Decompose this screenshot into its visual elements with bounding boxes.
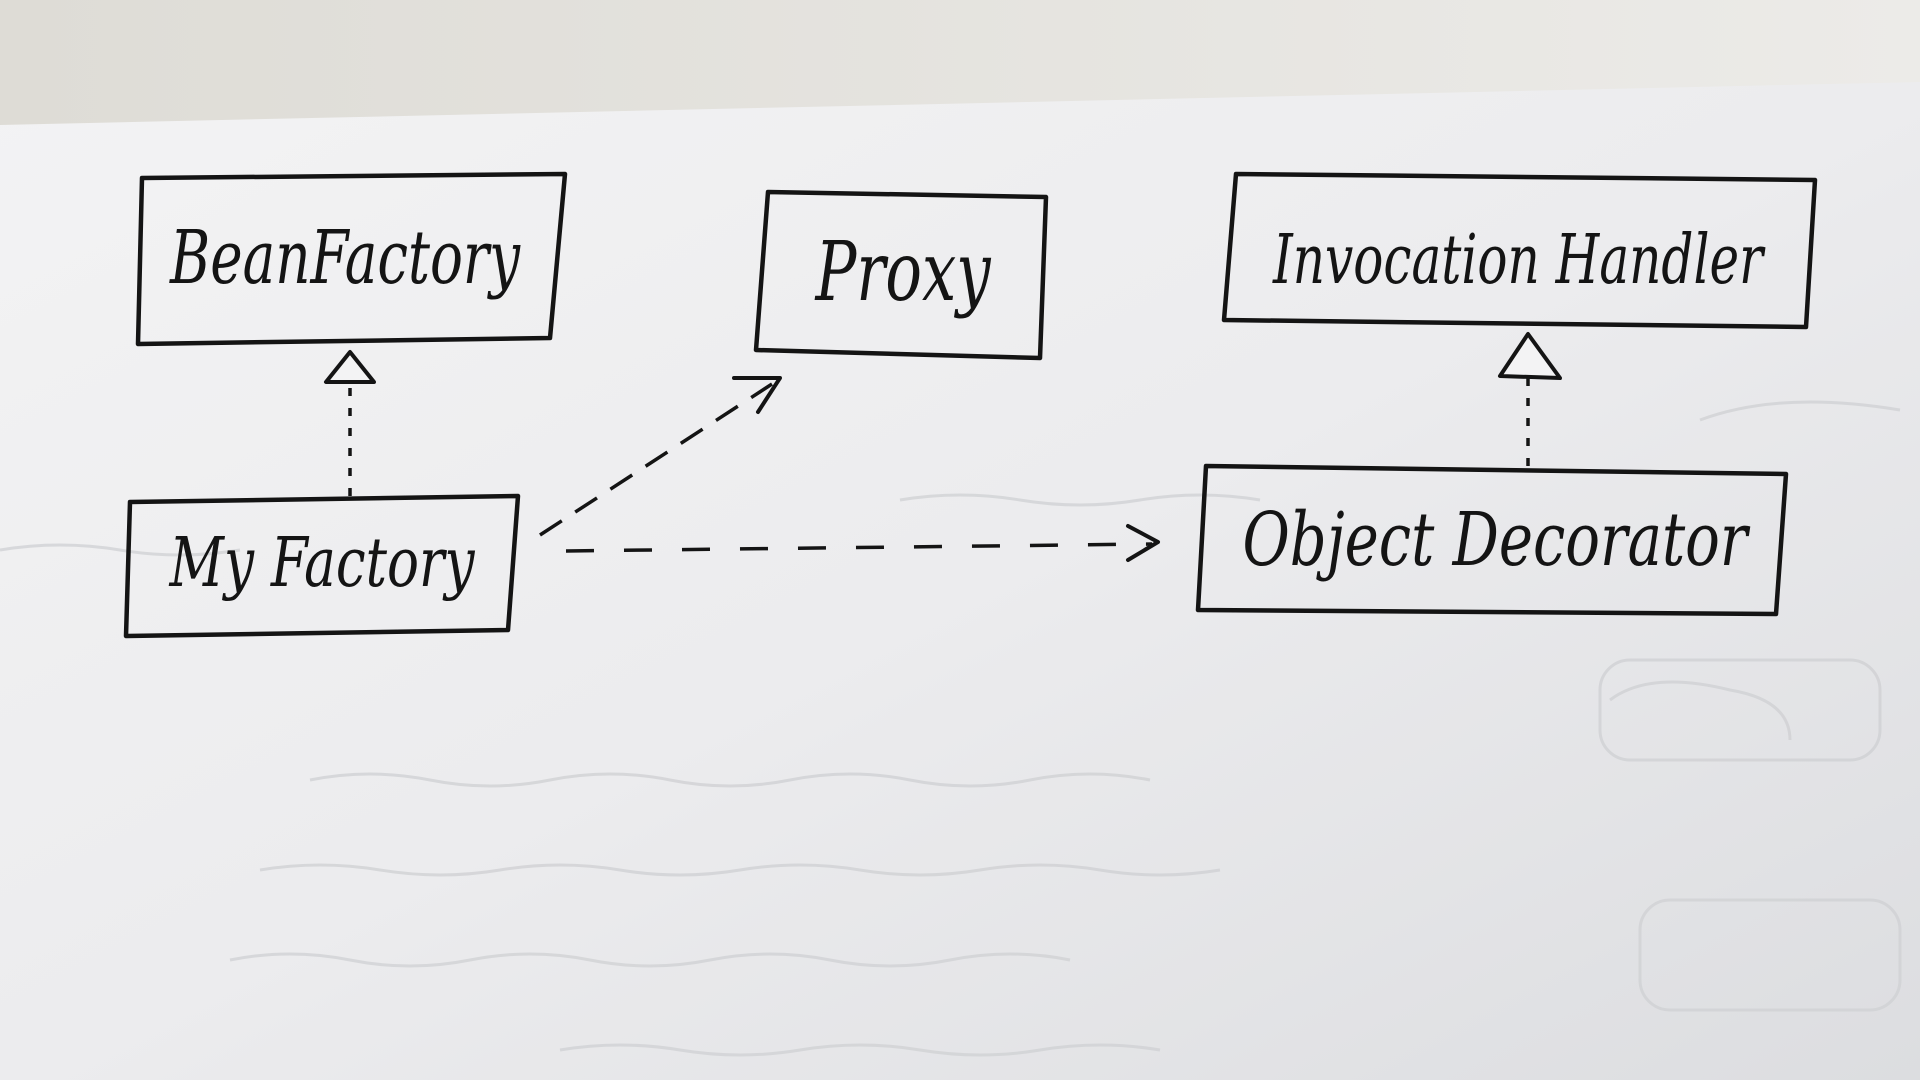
object-decorator-box bbox=[1195, 463, 1789, 617]
bean-factory-box bbox=[135, 171, 568, 347]
node-proxy: Proxy bbox=[753, 189, 1049, 361]
my-factory-label: My Factory bbox=[168, 524, 476, 603]
edge-line bbox=[539, 382, 773, 537]
hollow-triangle-head bbox=[1498, 332, 1562, 380]
object-decorator-label: Object Decorator bbox=[1243, 497, 1752, 583]
open-arrow-head bbox=[732, 376, 782, 414]
invocation-handler-label: Invocation Handler bbox=[1272, 221, 1766, 300]
proxy-label: Proxy bbox=[814, 225, 992, 320]
hollow-triangle-head bbox=[324, 350, 376, 384]
bean-factory-label: BeanFactory bbox=[169, 215, 521, 301]
edge-objectdecorator-realizes-invocationhandler bbox=[1498, 332, 1562, 466]
open-arrow-head bbox=[1126, 524, 1160, 562]
node-invocation-handler: Invocation Handler bbox=[1221, 171, 1818, 330]
edge-myfactory-realizes-beanfactory bbox=[324, 350, 376, 496]
invocation-handler-box bbox=[1221, 171, 1818, 330]
paper-sheet bbox=[0, 82, 1920, 1080]
node-bean-factory: BeanFactory bbox=[135, 171, 568, 347]
my-factory-box bbox=[123, 493, 521, 639]
node-my-factory: My Factory bbox=[123, 493, 521, 639]
edge-myfactory-depends-objectdecorator bbox=[565, 524, 1160, 562]
bleed-through-marks bbox=[0, 400, 1902, 1057]
edge-myfactory-depends-proxy bbox=[539, 376, 782, 537]
edge-line bbox=[565, 542, 1153, 553]
node-object-decorator: Object Decorator bbox=[1195, 463, 1789, 617]
proxy-box bbox=[753, 189, 1049, 361]
